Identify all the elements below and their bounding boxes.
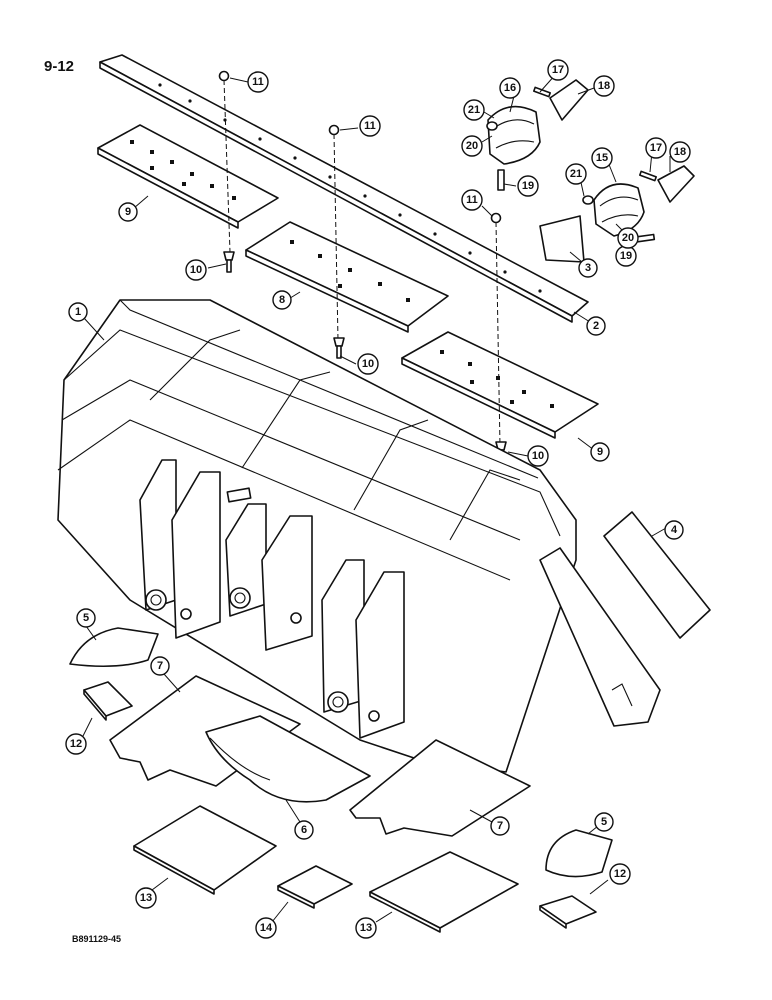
svg-text:19: 19 (522, 180, 534, 192)
hitch-bosses (139, 459, 405, 739)
svg-text:1: 1 (75, 306, 81, 318)
svg-text:7: 7 (157, 660, 163, 672)
callout-21-upper: 21 (463, 99, 485, 121)
svg-text:19: 19 (620, 250, 632, 262)
part-cutting-edge (99, 54, 589, 323)
part-wear-plate-right (401, 331, 599, 439)
callout-6: 6 (294, 820, 314, 840)
svg-text:11: 11 (252, 76, 264, 88)
part-wear-plate-middle (245, 221, 449, 333)
svg-text:12: 12 (614, 868, 626, 880)
svg-text:11: 11 (364, 120, 376, 132)
callout-11-right: 11 (461, 189, 483, 211)
part-strip-4 (603, 511, 711, 639)
svg-text:18: 18 (598, 80, 610, 92)
part-side-plate (539, 215, 585, 263)
part-bucket (57, 299, 661, 773)
part-plate-13-left (133, 805, 277, 895)
callout-13-right: 13 (355, 917, 377, 939)
callout-10-middle: 10 (357, 353, 379, 375)
part-block-12-left (83, 681, 133, 721)
svg-text:8: 8 (279, 294, 285, 306)
part-wear-plate-left (97, 124, 279, 229)
svg-text:2: 2 (593, 320, 599, 332)
svg-text:18: 18 (674, 146, 686, 158)
part-block-12-right (539, 895, 597, 929)
part-liner-6 (205, 715, 371, 803)
svg-text:5: 5 (83, 612, 89, 624)
callout-11-left: 11 (247, 71, 269, 93)
svg-text:14: 14 (260, 922, 273, 934)
svg-text:17: 17 (650, 142, 662, 154)
tooth-adapter-lower (582, 165, 695, 244)
svg-text:5: 5 (601, 816, 607, 828)
part-shim-5-left (69, 627, 159, 668)
callout-18-upper: 18 (593, 75, 615, 97)
svg-text:20: 20 (622, 232, 634, 244)
callout-16: 16 (499, 77, 521, 99)
callout-17-upper: 17 (547, 59, 569, 81)
svg-text:13: 13 (360, 922, 372, 934)
svg-text:3: 3 (585, 262, 591, 274)
page-id: 9-12 (44, 58, 75, 75)
svg-text:21: 21 (468, 104, 480, 116)
callout-20-upper: 20 (461, 135, 483, 157)
tooth-adapter-upper (486, 79, 589, 191)
callout-15: 15 (591, 147, 613, 169)
svg-text:17: 17 (552, 64, 564, 76)
svg-text:10: 10 (362, 358, 374, 370)
callout-5-right: 5 (594, 812, 614, 832)
svg-text:11: 11 (466, 194, 478, 206)
callout-9-right: 9 (590, 442, 610, 462)
part-plate-13-right (369, 851, 519, 933)
svg-text:4: 4 (671, 524, 678, 536)
callout-2: 2 (586, 316, 606, 336)
callout-21-lower: 21 (565, 163, 587, 185)
svg-text:16: 16 (504, 82, 516, 94)
svg-text:20: 20 (466, 140, 478, 152)
callout-11-middle: 11 (359, 115, 381, 137)
callout-20-lower: 20 (617, 227, 639, 249)
svg-text:10: 10 (190, 264, 202, 276)
callout-13-left: 13 (135, 887, 157, 909)
part-plate-14 (277, 865, 353, 909)
leader-lines (81, 73, 671, 923)
svg-text:15: 15 (596, 152, 608, 164)
callout-14: 14 (255, 917, 277, 939)
reference-code: B891129-45 (72, 934, 122, 944)
callout-4: 4 (664, 520, 684, 540)
svg-text:12: 12 (70, 738, 82, 750)
callout-1: 1 (68, 302, 88, 322)
callout-10-right: 10 (527, 445, 549, 467)
svg-text:9: 9 (125, 206, 131, 218)
callout-9-left: 9 (118, 202, 138, 222)
part-liner-7-right (349, 739, 531, 837)
callout-10-left: 10 (185, 259, 207, 281)
callout-3: 3 (578, 258, 598, 278)
svg-text:6: 6 (301, 824, 307, 836)
callout-19-upper: 19 (517, 175, 539, 197)
svg-text:7: 7 (497, 820, 503, 832)
callout-18-lower: 18 (669, 141, 691, 163)
callout-17-lower: 17 (645, 137, 667, 159)
svg-text:10: 10 (532, 450, 544, 462)
callout-5-left: 5 (76, 608, 96, 628)
callout-8: 8 (272, 290, 292, 310)
part-shim-5-right (545, 829, 613, 878)
callout-12-right: 12 (609, 863, 631, 885)
svg-text:21: 21 (570, 168, 582, 180)
callout-12-left: 12 (65, 733, 87, 755)
callout-7-right: 7 (490, 816, 510, 836)
svg-text:9: 9 (597, 446, 603, 458)
callout-7-left: 7 (150, 656, 170, 676)
callout-19-lower: 19 (615, 245, 637, 267)
svg-text:13: 13 (140, 892, 152, 904)
